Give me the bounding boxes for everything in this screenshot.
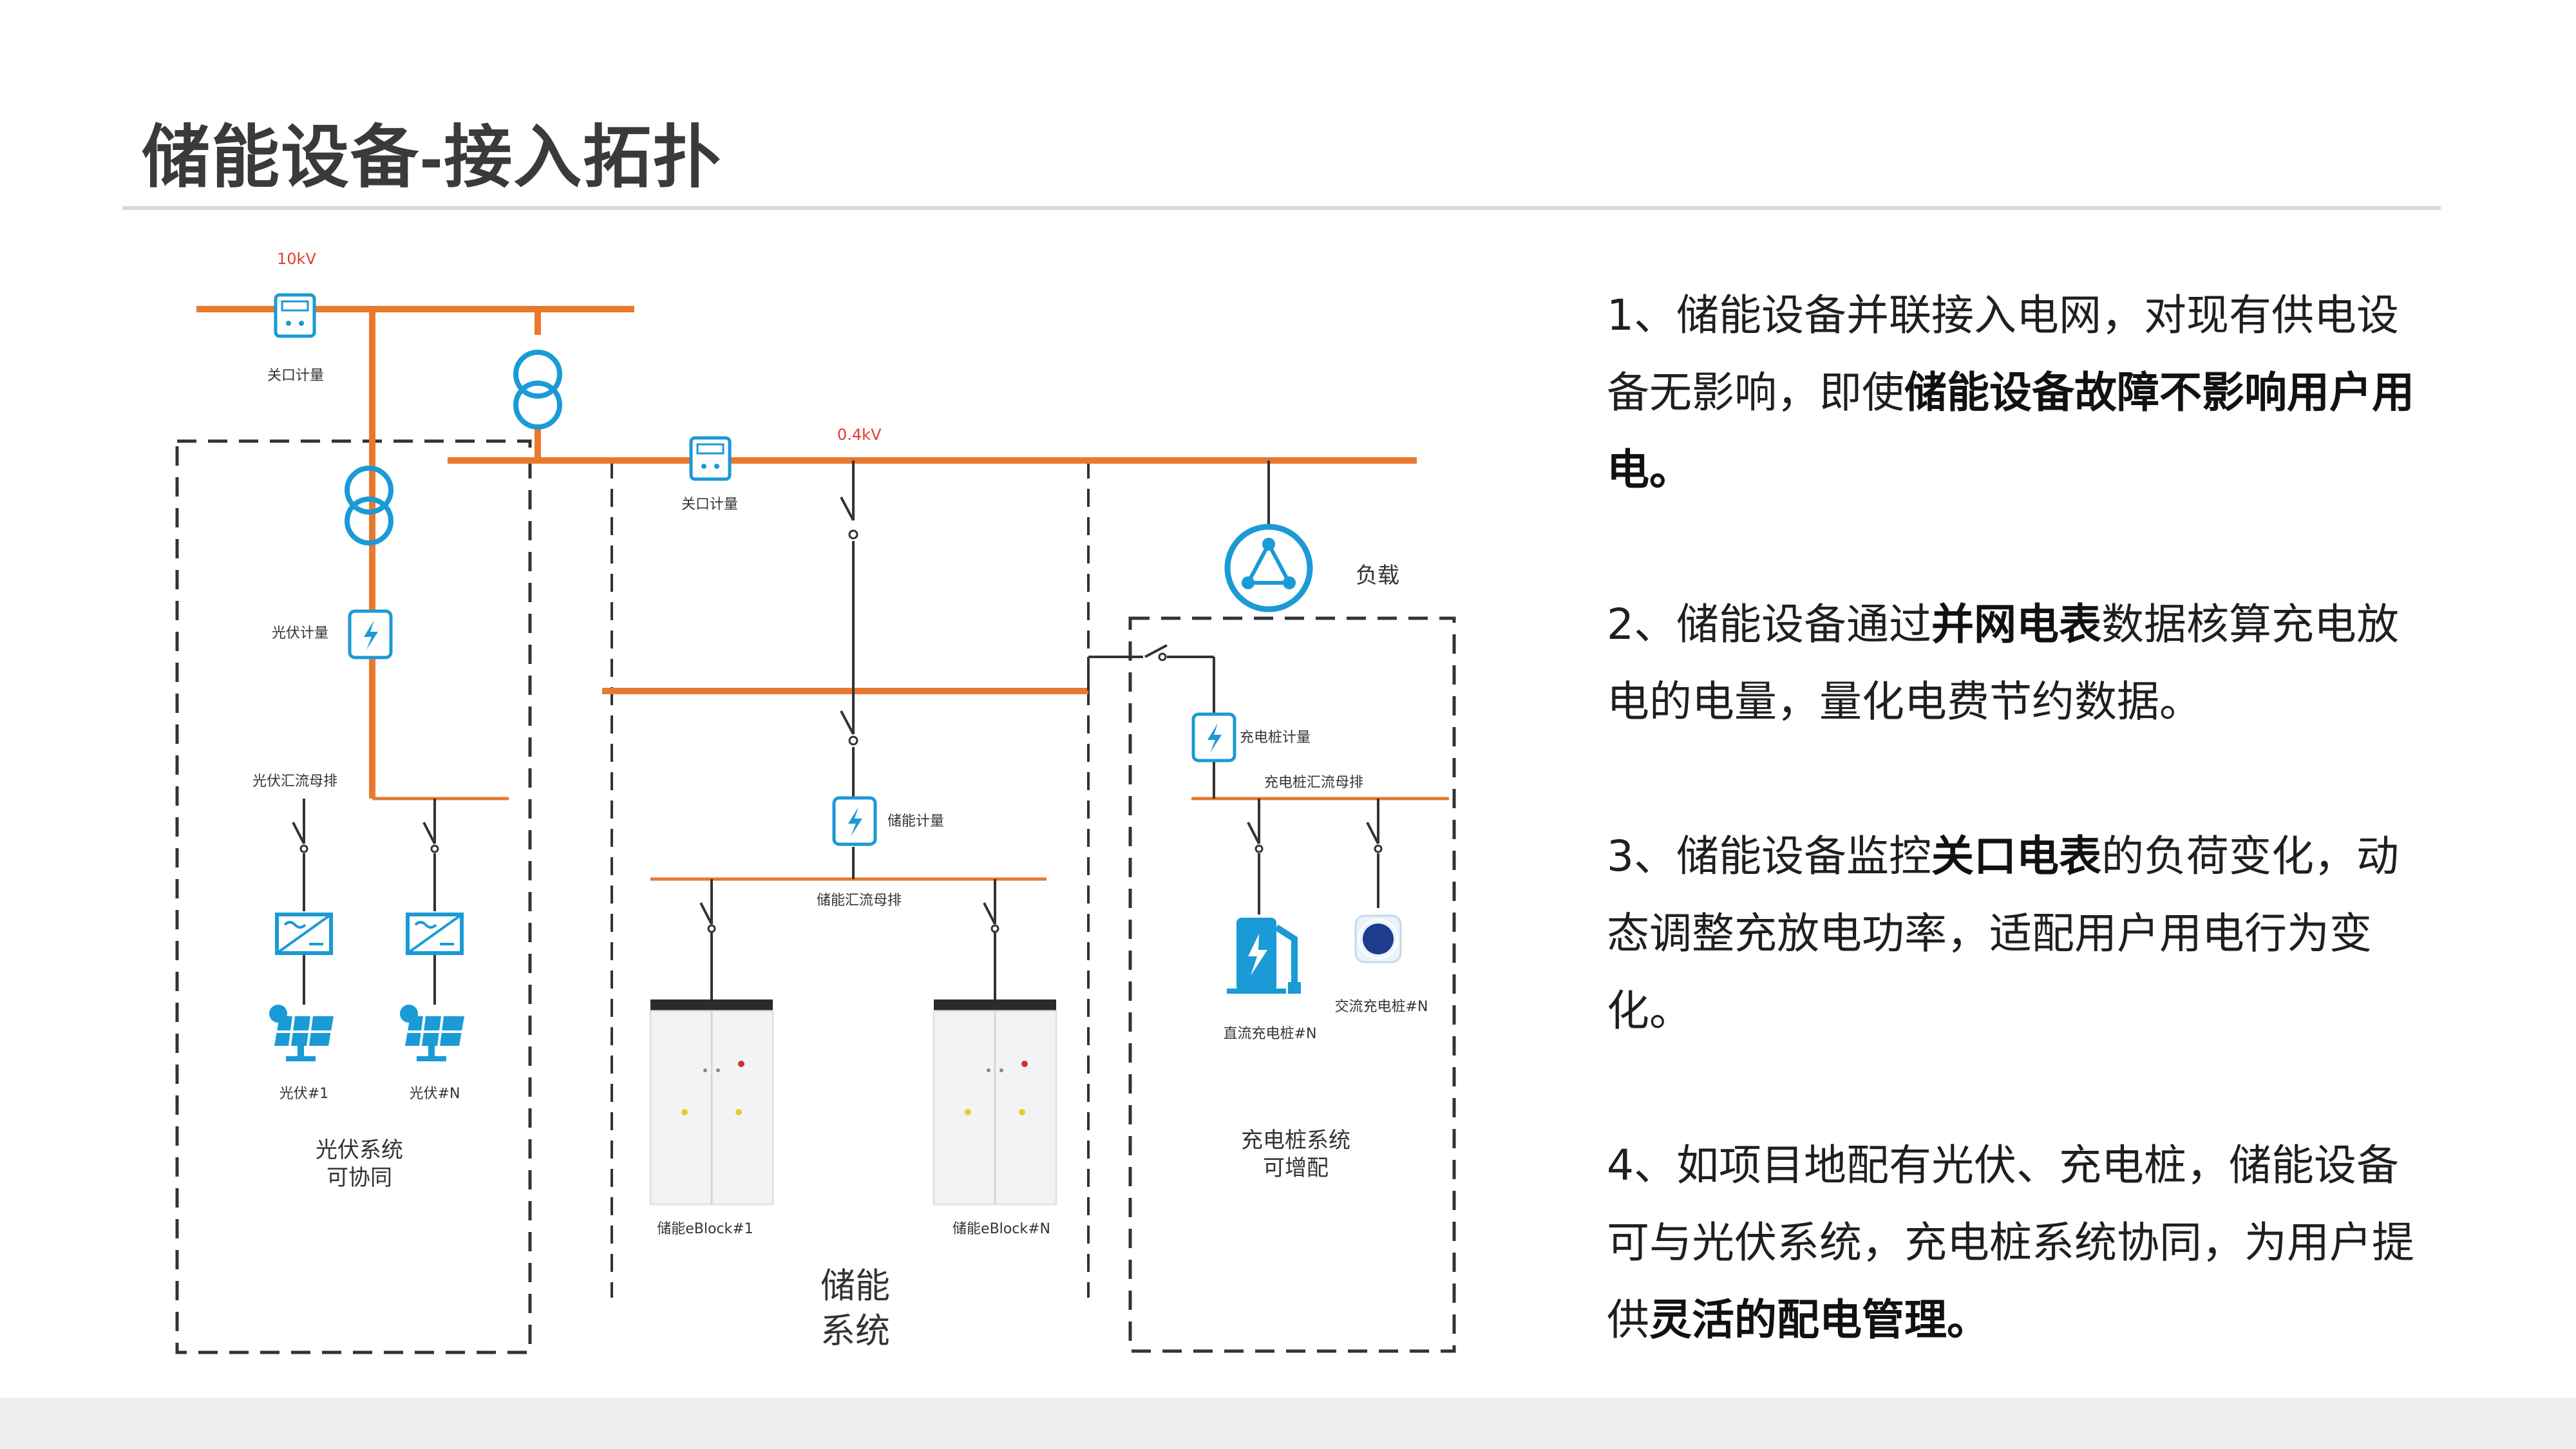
charger-system-label-line2: 可增配 <box>1263 1155 1329 1181</box>
storage-system-label-line1: 储能 <box>820 1265 890 1306</box>
switch-contacts <box>299 529 1383 933</box>
storage-block-n-label: 储能eBlock#N <box>952 1221 1050 1237</box>
bullet-list: 1、储能设备并联接入电网，对现有供电设备无影响，即使储能设备故障不影响用户用电。… <box>1607 277 2431 1436</box>
power-lines <box>196 306 1417 799</box>
feeder-lines <box>292 460 1379 1005</box>
bullet-item: 1、储能设备并联接入电网，对现有供电设备无影响，即使储能设备故障不影响用户用电。 <box>1607 277 2431 509</box>
charger-meter-label: 充电桩计量 <box>1240 730 1311 746</box>
bullet-text: 3、储能设备监控 <box>1607 831 1931 881</box>
pv-busbar-label: 光伏汇流母排 <box>252 773 337 790</box>
ac-charger-label: 交流充电桩#N <box>1335 999 1428 1015</box>
storage-meter-label: 储能计量 <box>887 813 944 829</box>
storage-system-label-line2: 系统 <box>820 1311 890 1351</box>
voltage-hv-label: 10kV <box>277 250 316 268</box>
title-divider <box>122 206 2441 210</box>
gateway-meter-hv-label: 关口计量 <box>267 368 324 384</box>
charger-system-label-line1: 充电桩系统 <box>1241 1128 1350 1153</box>
storage-busbar-label: 储能汇流母排 <box>817 893 902 909</box>
pv-meter-label: 光伏计量 <box>272 625 328 641</box>
bullet-item: 2、储能设备通过并网电表数据核算充电放电的电量，量化电费节约数据。 <box>1607 586 2431 741</box>
charger-system-boundary <box>1128 616 1456 1353</box>
bullet-text: 的负荷变化，动态调整充放电功率，适配用户用电行为变化。 <box>1607 831 2399 1036</box>
bullet-item: 4、如项目地配有光伏、充电桩，储能设备可与光伏系统，充电桩系统协同，为用户提供灵… <box>1607 1127 2431 1359</box>
gateway-meter-lv-label: 关口计量 <box>681 497 738 513</box>
bullet-item: 3、储能设备监控关口电表的负荷变化，动态调整充放电功率，适配用户用电行为变化。 <box>1607 818 2431 1050</box>
charger-busbar-label: 充电桩汇流母排 <box>1264 775 1363 791</box>
voltage-lv-label: 0.4kV <box>837 426 882 444</box>
pv-inverter-1-icon <box>277 914 331 953</box>
load-icon <box>1224 524 1313 612</box>
solar-panel-n-icon <box>399 1003 466 1063</box>
storage-meter-icon <box>834 798 875 844</box>
footer-band <box>0 1397 2576 1449</box>
page-title: 储能设备-接入拓扑 <box>142 120 723 196</box>
bullet-text: 数据核算充电放电的电量，量化电费节约数据。 <box>1607 600 2399 726</box>
gateway-meter-lv-icon <box>691 438 730 479</box>
pv-meter-icon <box>350 611 391 658</box>
bullet-text: 4、如项目地配有光伏、充电桩，储能设备可与光伏系统，充电桩系统协同，为用户提供 <box>1607 1141 2414 1345</box>
pv-unit-n-label: 光伏#N <box>410 1086 460 1102</box>
pv-unit-1-label: 光伏#1 <box>279 1086 328 1102</box>
load-label: 负载 <box>1356 563 1399 589</box>
pv-inverter-n-icon <box>408 914 462 953</box>
storage-cabinet-n-icon <box>933 998 1057 1206</box>
main-transformer-icon <box>516 352 560 427</box>
dc-charger-label: 直流充电桩#N <box>1224 1026 1317 1042</box>
dc-charger-icon <box>1227 918 1301 994</box>
pv-system-label-line2: 可协同 <box>327 1165 392 1191</box>
bullet-emphasis: 关口电表 <box>1931 831 2101 881</box>
bullet-emphasis: 并网电表 <box>1931 600 2101 649</box>
bullet-text: 1、储能设备并联接入电网，对现有供电设备无影响，即使 <box>1607 290 2399 417</box>
bullet-emphasis: 灵活的配电管理。 <box>1649 1295 1989 1345</box>
bullet-emphasis: 储能设备故障不影响用户用电。 <box>1607 368 2414 495</box>
pv-system-label-line1: 光伏系统 <box>316 1137 403 1163</box>
ac-charger-icon <box>1354 914 1402 963</box>
pv-system-boundary <box>175 439 532 1354</box>
charger-meter-icon <box>1193 714 1235 761</box>
storage-block-1-label: 储能eBlock#1 <box>657 1221 753 1237</box>
storage-cabinet-1-icon <box>649 998 774 1206</box>
solar-panel-1-icon <box>268 1003 335 1063</box>
gateway-meter-hv-icon <box>276 295 314 336</box>
bullet-text: 2、储能设备通过 <box>1607 600 1931 649</box>
